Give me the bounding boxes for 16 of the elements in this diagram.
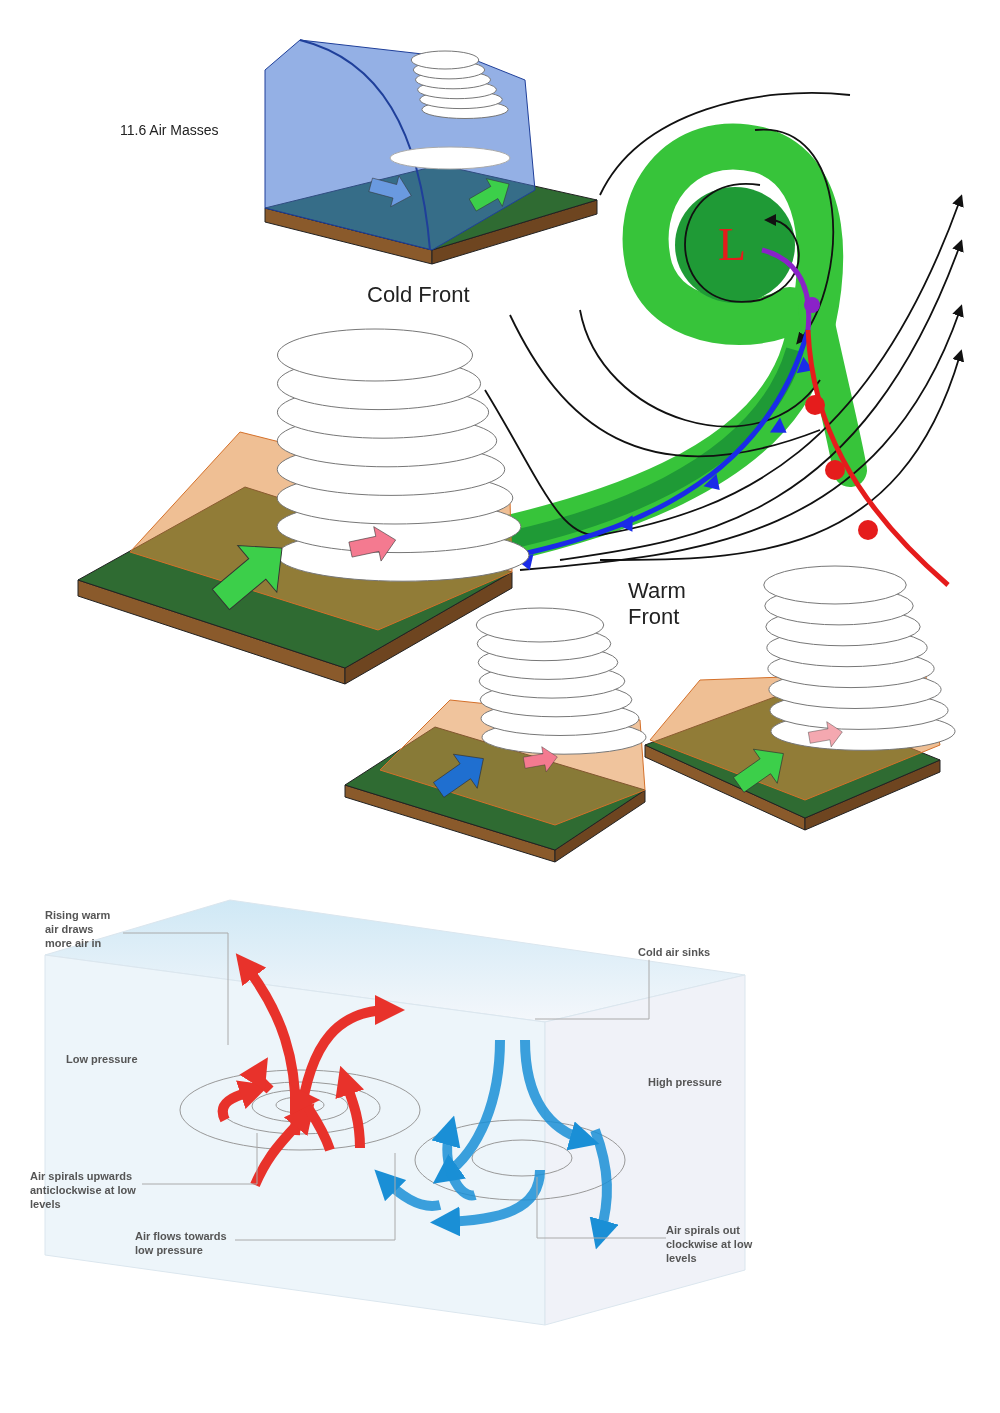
leader-line: [122, 932, 229, 1046]
callout-text: Rising warm air draws more air in: [45, 909, 123, 951]
front-label: Warm Front: [628, 578, 687, 631]
leader-line: [234, 1152, 396, 1241]
pressure-center-label: L: [718, 222, 747, 268]
diagram-title: 11.6 Air Masses: [120, 122, 219, 140]
callout-text: Air spirals out clockwise at low levels: [666, 1224, 764, 1266]
pressure-label: High pressure: [648, 1077, 722, 1088]
callout-text: Cold air sinks: [638, 946, 738, 960]
leader-line: [536, 1176, 667, 1239]
pressure-label: Low pressure: [66, 1054, 138, 1065]
leader-line: [534, 959, 650, 1020]
leader-line: [141, 1132, 258, 1185]
front-label: Cold Front: [367, 284, 470, 306]
callout-text: Air spirals upwards anticlockwise at low levels: [30, 1170, 142, 1212]
callout-text: Air flows towards low pressure: [135, 1230, 235, 1258]
